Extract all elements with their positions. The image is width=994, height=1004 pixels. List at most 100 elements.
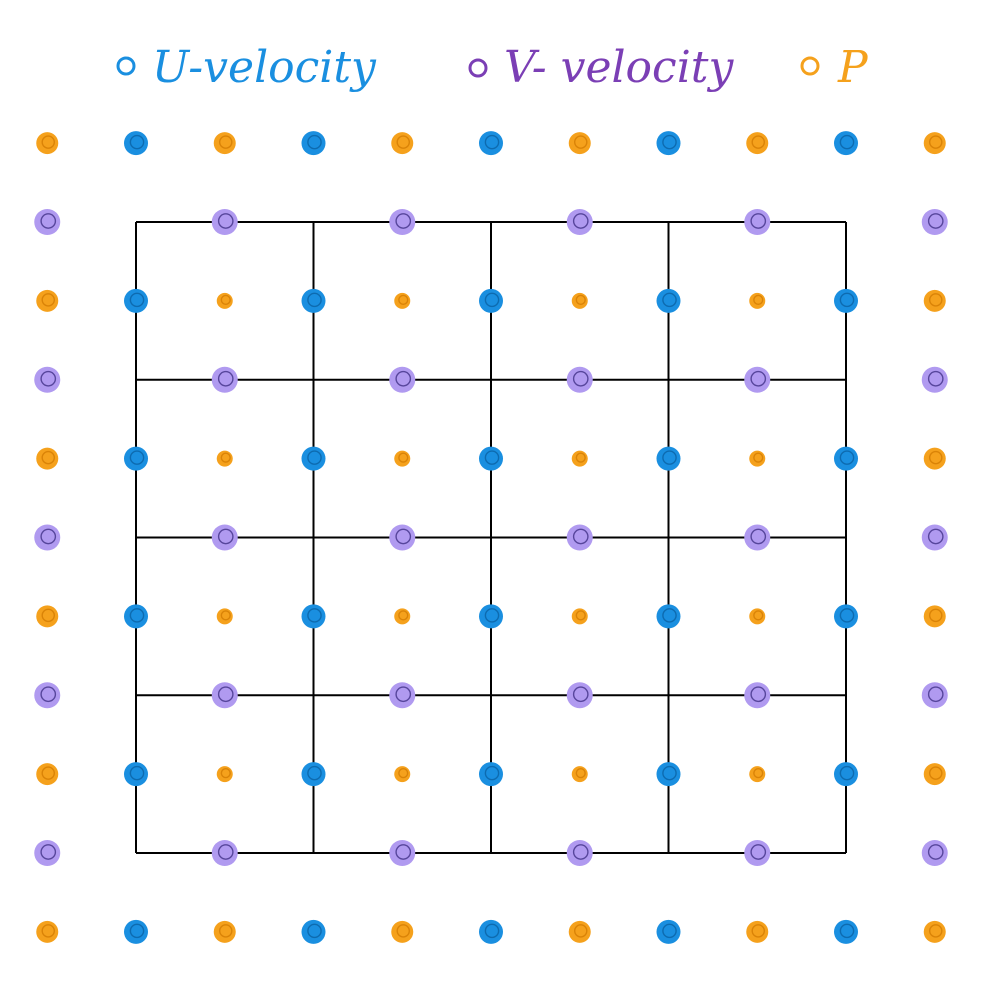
u-velocity-point	[124, 131, 148, 156]
pressure-point	[923, 289, 946, 312]
pressure-point	[923, 763, 946, 786]
v-velocity-point	[211, 682, 238, 709]
u-velocity-point	[479, 288, 503, 313]
legend-v-velocity-label: V- velocity	[504, 42, 734, 93]
pressure-point	[394, 766, 411, 783]
v-velocity-point	[921, 840, 948, 866]
pressure-points	[36, 132, 946, 943]
v-velocity-point	[566, 524, 593, 551]
pressure-point	[36, 763, 59, 786]
u-velocity-point	[479, 604, 503, 629]
u-velocity-point	[124, 762, 148, 787]
pressure-point	[923, 605, 946, 628]
grid-lines	[135, 221, 847, 854]
legend-v-velocity-marker	[468, 58, 488, 78]
pressure-point	[394, 450, 411, 467]
v-velocity-point	[389, 682, 416, 709]
u-velocity-point	[656, 446, 681, 471]
v-velocity-point	[211, 366, 238, 393]
v-velocity-point	[566, 682, 593, 709]
u-velocity-points	[124, 131, 858, 944]
u-velocity-point	[834, 288, 858, 313]
v-velocity-point	[34, 209, 61, 235]
pressure-point	[571, 766, 588, 783]
u-velocity-point	[301, 446, 326, 471]
pressure-point	[391, 920, 414, 943]
v-velocity-point	[744, 209, 771, 235]
v-velocity-point	[389, 524, 416, 551]
pressure-point	[923, 447, 946, 470]
pressure-point	[571, 608, 588, 625]
pressure-point	[36, 447, 59, 470]
pressure-point	[216, 766, 233, 783]
legend-pressure-marker	[800, 56, 820, 76]
pressure-point	[923, 132, 946, 155]
u-velocity-point	[124, 446, 148, 471]
u-velocity-point	[656, 604, 681, 629]
pressure-point	[568, 920, 591, 943]
u-velocity-point	[834, 131, 858, 156]
pressure-point	[36, 132, 59, 155]
legend-pressure-label: P	[837, 42, 869, 93]
pressure-point	[571, 450, 588, 467]
u-velocity-point	[656, 288, 681, 313]
u-velocity-point	[656, 762, 681, 787]
u-velocity-point	[124, 288, 148, 313]
pressure-point	[923, 920, 946, 943]
u-velocity-point	[124, 919, 148, 944]
pressure-point	[746, 920, 769, 943]
pressure-point	[749, 450, 766, 467]
pressure-point	[36, 605, 59, 628]
u-velocity-point	[301, 131, 326, 156]
u-velocity-point	[656, 919, 681, 944]
v-velocity-point	[34, 682, 61, 709]
v-velocity-point	[921, 524, 948, 551]
v-velocity-point	[744, 840, 771, 866]
v-velocity-point	[566, 209, 593, 235]
v-velocity-point	[389, 209, 416, 235]
pressure-point	[216, 292, 233, 309]
legend: U-velocity V- velocity P	[116, 42, 869, 93]
u-velocity-point	[834, 604, 858, 629]
u-velocity-point	[479, 131, 503, 156]
v-velocity-point	[921, 366, 948, 393]
pressure-point	[749, 608, 766, 625]
u-velocity-point	[479, 919, 503, 944]
v-velocity-point	[566, 366, 593, 393]
pressure-point	[36, 920, 59, 943]
pressure-point	[749, 292, 766, 309]
v-velocity-points	[34, 209, 948, 866]
v-velocity-point	[566, 840, 593, 866]
v-velocity-point	[744, 524, 771, 551]
pressure-point	[36, 289, 59, 312]
pressure-point	[213, 132, 236, 155]
u-velocity-point	[301, 919, 326, 944]
pressure-point	[568, 132, 591, 155]
v-velocity-point	[34, 840, 61, 866]
v-velocity-point	[921, 209, 948, 235]
legend-u-velocity-label: U-velocity	[152, 42, 377, 93]
u-velocity-point	[124, 604, 148, 629]
v-velocity-point	[389, 366, 416, 393]
v-velocity-point	[211, 840, 238, 866]
u-velocity-point	[301, 288, 326, 313]
u-velocity-point	[834, 762, 858, 787]
v-velocity-point	[744, 366, 771, 393]
v-velocity-point	[211, 524, 238, 551]
v-velocity-point	[921, 682, 948, 709]
pressure-point	[394, 608, 411, 625]
pressure-point	[571, 292, 588, 309]
pressure-point	[391, 132, 414, 155]
legend-u-velocity-marker	[116, 56, 136, 76]
v-velocity-point	[744, 682, 771, 709]
u-velocity-point	[479, 762, 503, 787]
v-velocity-point	[34, 366, 61, 393]
pressure-point	[749, 766, 766, 783]
v-velocity-point	[34, 524, 61, 551]
pressure-point	[216, 608, 233, 625]
u-velocity-point	[479, 446, 503, 471]
pressure-point	[394, 292, 411, 309]
v-velocity-point	[211, 209, 238, 235]
u-velocity-point	[301, 604, 326, 629]
